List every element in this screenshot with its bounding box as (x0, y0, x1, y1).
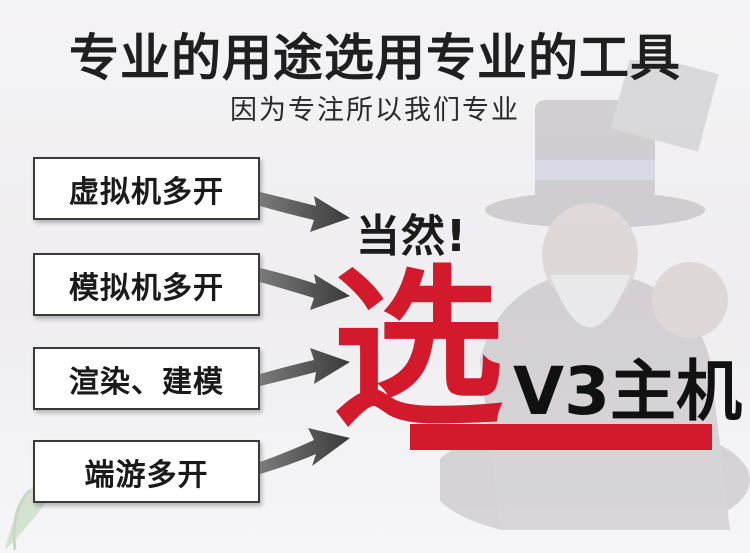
arrow-right-icon (260, 192, 350, 232)
feature-box-emulator: 模拟机多开 (33, 253, 260, 316)
feature-box-vm: 虚拟机多开 (33, 157, 260, 220)
feature-label: 模拟机多开 (69, 270, 224, 306)
arrow-right-icon (260, 348, 350, 386)
feature-box-render: 渲染、建模 (33, 347, 260, 410)
feature-label: 端游多开 (84, 457, 209, 493)
page-subtitle: 因为专注所以我们专业 (230, 95, 520, 126)
answer-prefix: 当然! (356, 211, 468, 262)
feature-box-pc-games: 端游多开 (33, 440, 260, 503)
feature-label: 虚拟机多开 (69, 174, 224, 210)
feature-label: 渲染、建模 (69, 364, 224, 400)
page-title: 专业的用途选用专业的工具 (69, 29, 681, 87)
arrow-right-icon (260, 268, 350, 310)
arrow-right-icon (260, 428, 350, 474)
answer-big-character: 选 (332, 249, 504, 450)
product-name: V3主机 (513, 353, 743, 430)
red-underline-bar (410, 424, 712, 450)
